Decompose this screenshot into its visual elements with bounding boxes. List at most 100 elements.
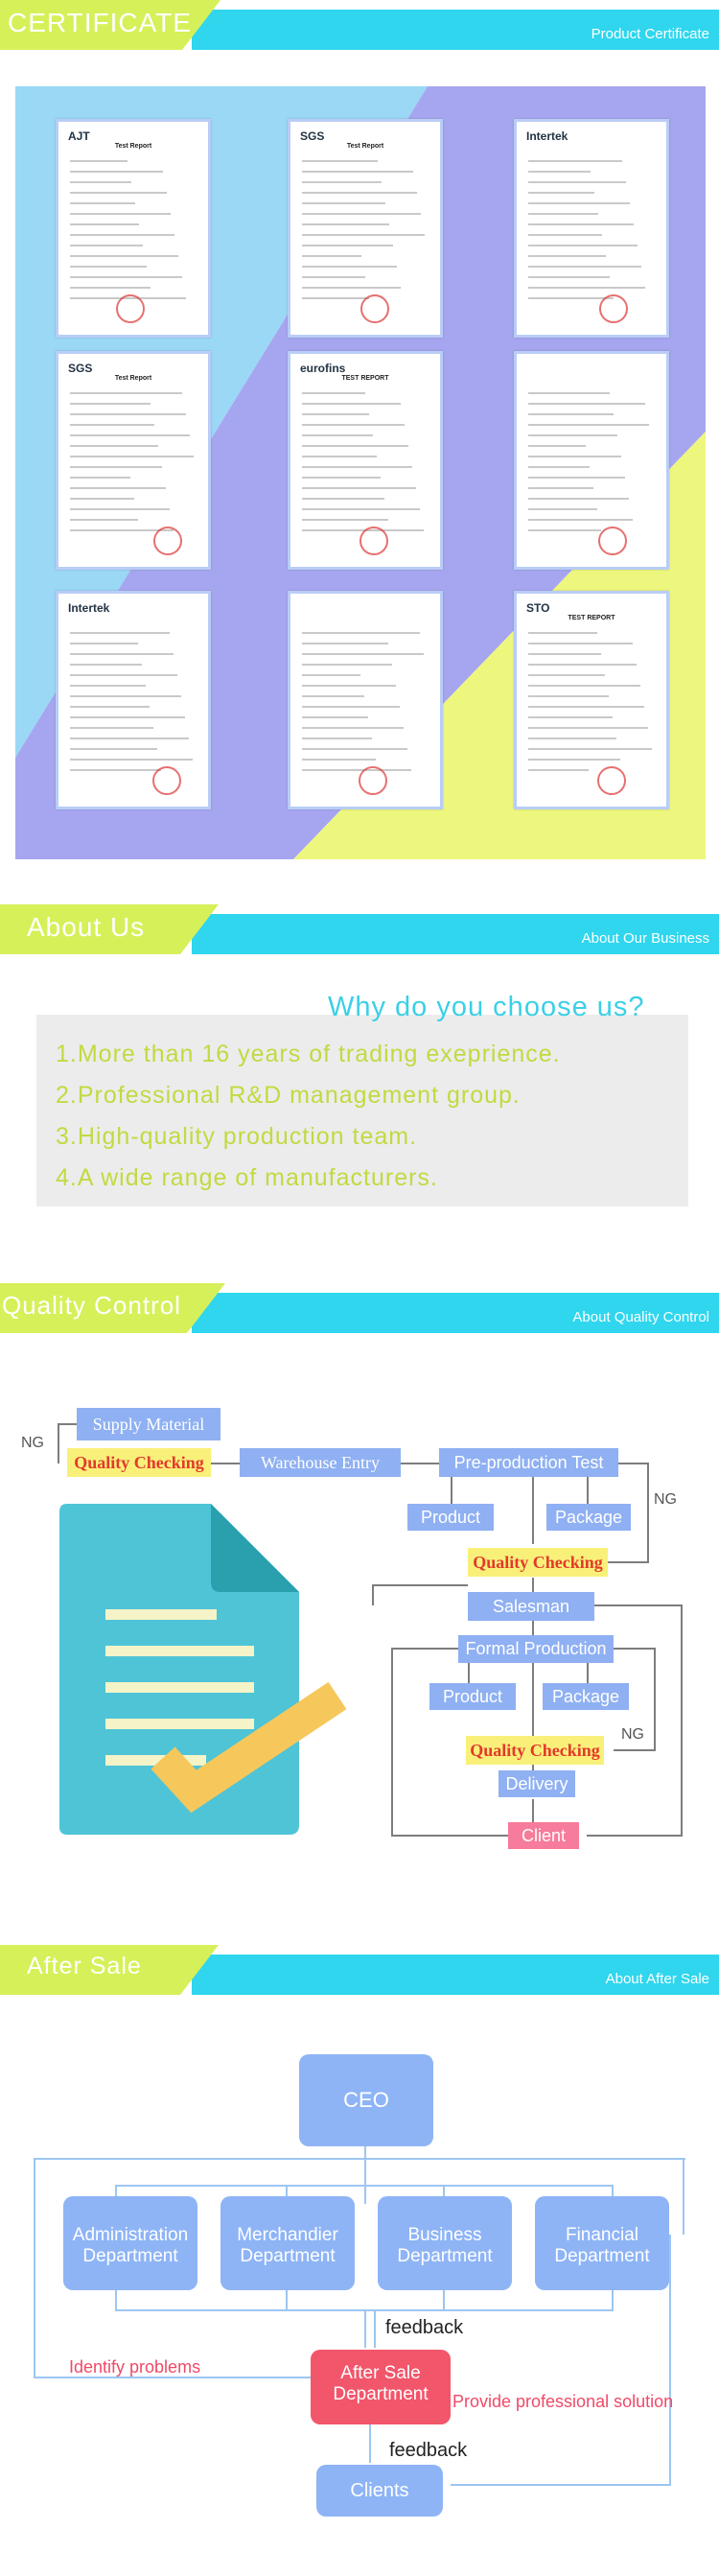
flow-line [451, 1477, 452, 1504]
flow-line [206, 1463, 240, 1464]
document-text-line [528, 695, 609, 697]
document-text-line [528, 706, 644, 708]
aftersale-banner: After Sale About After Sale [0, 1945, 719, 1995]
document-text-line [528, 738, 616, 739]
org-line [286, 2185, 288, 2202]
document-text-line [70, 727, 153, 729]
document-text-line [302, 245, 393, 246]
dept-name: Merchandier [237, 2225, 338, 2245]
section-subtitle: About Our Business [581, 930, 709, 947]
seal-stamp-icon [599, 294, 628, 323]
flow-line [647, 1463, 649, 1563]
document-text-line [70, 685, 146, 687]
document-logo: STO [526, 601, 550, 615]
why-title: Why do you choose us? [328, 992, 645, 1022]
document-text-line [70, 202, 135, 204]
org-line [34, 2158, 35, 2378]
document-text-line [70, 769, 161, 771]
flow-line [532, 1477, 534, 1544]
document-text-line [528, 643, 633, 644]
document-text-line [302, 498, 384, 500]
document-text-line [528, 392, 610, 394]
document-heading: Test Report [346, 143, 384, 150]
reason-item: 2.Professional R&D management group. [56, 1082, 521, 1109]
document-text-line [302, 508, 420, 510]
package-box: Package [546, 1504, 631, 1531]
org-line [443, 2185, 445, 2202]
org-line [612, 2185, 614, 2202]
certificate-document: Intertek [514, 119, 669, 338]
document-text-line [70, 276, 182, 278]
flow-line [614, 1749, 656, 1751]
document-text-line [528, 202, 630, 204]
dept-label: Department [397, 2246, 493, 2266]
document-text-line [302, 287, 401, 289]
flow-line [468, 1663, 470, 1686]
document-logo: SGS [68, 362, 93, 375]
org-line [683, 2158, 684, 2235]
document-text-line [528, 424, 649, 426]
document-heading: Test Report [114, 143, 152, 150]
document-text-line [528, 223, 634, 225]
document-text-line [70, 487, 166, 489]
seal-stamp-icon [597, 766, 626, 795]
org-line [612, 2290, 614, 2311]
document-text-line [528, 192, 594, 194]
product-box: Product [429, 1683, 516, 1710]
seal-stamp-icon [152, 766, 181, 795]
certificate-document: Intertek [56, 591, 211, 809]
formal-production-box: Formal Production [458, 1635, 614, 1663]
document-text-line [302, 632, 420, 634]
ng-label: NG [621, 1726, 644, 1743]
flow-line [372, 1584, 374, 1605]
document-text-line [302, 255, 361, 257]
flow-line [391, 1648, 458, 1650]
banner-cyan-bar [192, 914, 719, 954]
section-subtitle: About After Sale [605, 1971, 709, 1987]
document-text-line [70, 477, 130, 479]
org-line [364, 2311, 366, 2348]
document-text-line [302, 192, 417, 194]
document-text-line [70, 160, 128, 162]
document-text-line [528, 245, 638, 246]
document-text-line [70, 213, 171, 215]
document-text-line [70, 529, 174, 531]
banner-cyan-bar [192, 1955, 719, 1995]
document-text-line [528, 508, 597, 510]
document-text-line [302, 403, 401, 405]
document-text-line [528, 266, 641, 268]
document-text-line [528, 445, 586, 447]
document-text-line [70, 445, 158, 447]
section-title: About Us [27, 912, 146, 942]
document-text-line [302, 392, 365, 394]
client-box: Client [508, 1822, 579, 1849]
document-text-line [528, 748, 652, 750]
provide-solution-label: Provide professional solution [452, 2392, 674, 2411]
document-text-line [528, 403, 645, 405]
feedback-label: feedback [389, 2440, 468, 2461]
reason-item: 4.A wide range of manufacturers. [56, 1164, 438, 1191]
document-text-line [302, 487, 416, 489]
flow-line [532, 1663, 534, 1744]
document-text-line [70, 223, 139, 225]
org-line [115, 2185, 117, 2202]
flow-line [594, 1561, 649, 1563]
document-text-line [70, 706, 150, 708]
dept-name: After Sale [340, 2363, 421, 2383]
banner-cyan-bar [192, 10, 719, 50]
document-text-line [70, 466, 162, 468]
section-title: CERTIFICATE [8, 8, 192, 37]
section-subtitle: About Quality Control [572, 1309, 709, 1325]
flow-line [587, 1477, 589, 1504]
document-text-line [528, 759, 620, 761]
document-text-line [70, 498, 134, 500]
document-text-line [528, 255, 606, 257]
document-text-line [70, 653, 174, 655]
document-text-line [302, 706, 400, 708]
document-text-line [302, 738, 372, 739]
document-text-line [70, 255, 178, 257]
document-text-line [302, 519, 388, 521]
quality-checking-box: Quality Checking [468, 1548, 608, 1577]
document-text-line [528, 477, 625, 479]
